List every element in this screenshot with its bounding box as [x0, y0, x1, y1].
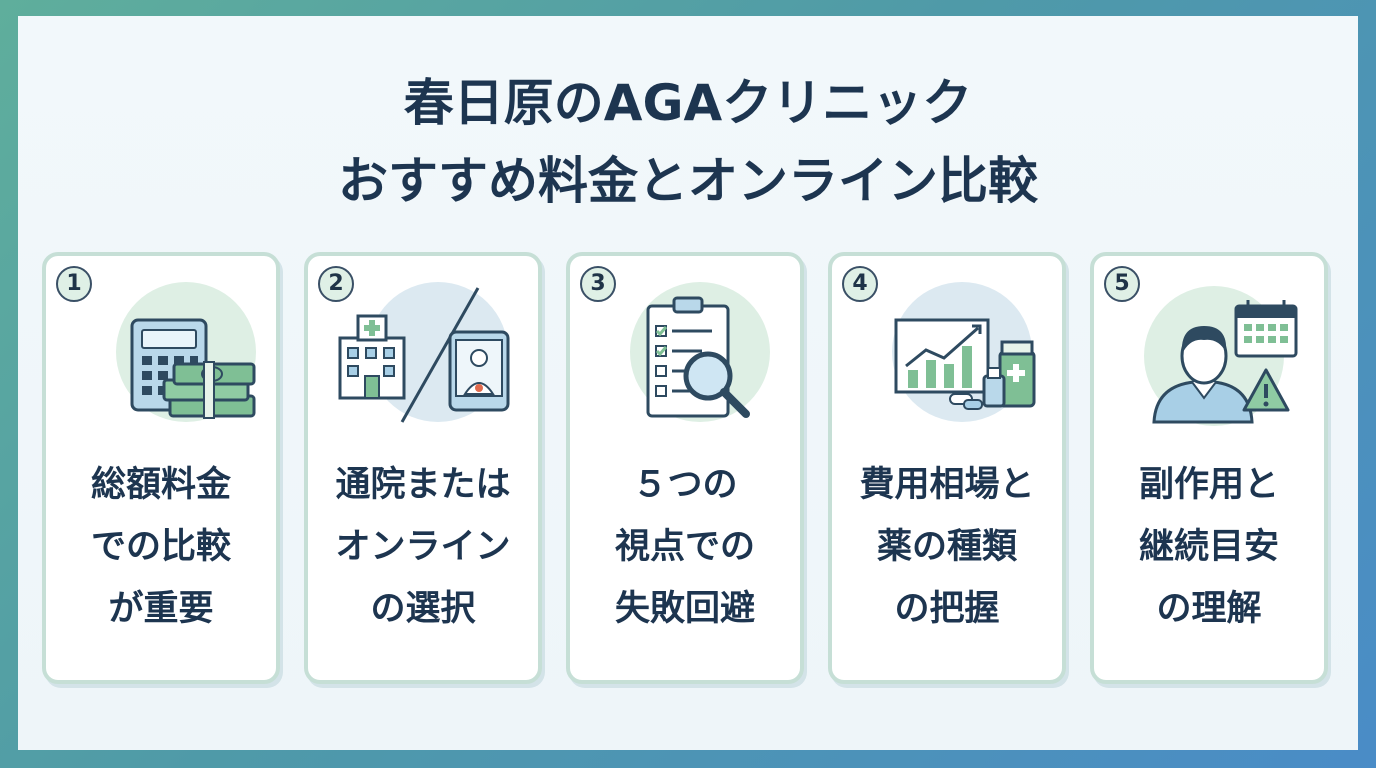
checklist-magnifier-icon: [630, 282, 770, 422]
page-title: 春日原のAGAクリニック おすすめ料金とオンライン比較: [18, 64, 1358, 220]
card-text-line: 継続目安: [1138, 527, 1279, 567]
card-number: 4: [842, 266, 878, 302]
card-number: 3: [580, 266, 616, 302]
card-text-line: 失敗回避: [614, 589, 755, 629]
card-5: 5 副作用と 継続目安 の理解: [1090, 252, 1328, 684]
card-number: 2: [318, 266, 354, 302]
card-text-line: オンライン: [335, 527, 511, 567]
card-text-line: 視点での: [614, 527, 755, 567]
card-text-line: 通院または: [335, 465, 511, 505]
card-text-line: 副作用と: [1138, 465, 1279, 505]
chart-medicine-icon: [892, 282, 1036, 422]
card-text-line: 費用相場と: [859, 465, 1035, 505]
card-text-line: ５つの: [632, 465, 738, 505]
card-text: 通院または オンライン の選択: [308, 454, 538, 640]
card-2: 2 通院または オンライン の選択: [304, 252, 542, 684]
card-text-line: が重要: [108, 589, 214, 629]
card-3: 3 ５つの 視点での 失敗回避: [566, 252, 804, 684]
card-text-line: での比較: [90, 527, 231, 567]
card-text: 総額料金 での比較 が重要: [46, 454, 276, 640]
calculator-money-icon: [116, 282, 256, 422]
title-line-2: おすすめ料金とオンライン比較: [338, 152, 1038, 210]
card-text-line: の把握: [894, 589, 1000, 629]
card-text: ５つの 視点での 失敗回避: [570, 454, 800, 640]
card-text: 費用相場と 薬の種類 の把握: [832, 454, 1062, 640]
card-text-line: 薬の種類: [876, 527, 1017, 567]
person-calendar-warning-icon: [1144, 286, 1298, 426]
card-number: 1: [56, 266, 92, 302]
infographic-frame: 春日原のAGAクリニック おすすめ料金とオンライン比較 1 総額料金 での比: [18, 16, 1358, 750]
card-text-line: の選択: [370, 589, 476, 629]
card-4: 4 費用相場と 薬の種類 の把握: [828, 252, 1066, 684]
card-number: 5: [1104, 266, 1140, 302]
hospital-tablet-icon: [338, 282, 510, 423]
card-text: 副作用と 継続目安 の理解: [1094, 454, 1324, 640]
card-text-line: の理解: [1156, 589, 1262, 629]
title-line-1: 春日原のAGAクリニック: [403, 74, 973, 132]
card-1: 1 総額料金 での比較 が重要: [42, 252, 280, 684]
card-text-line: 総額料金: [90, 465, 231, 505]
